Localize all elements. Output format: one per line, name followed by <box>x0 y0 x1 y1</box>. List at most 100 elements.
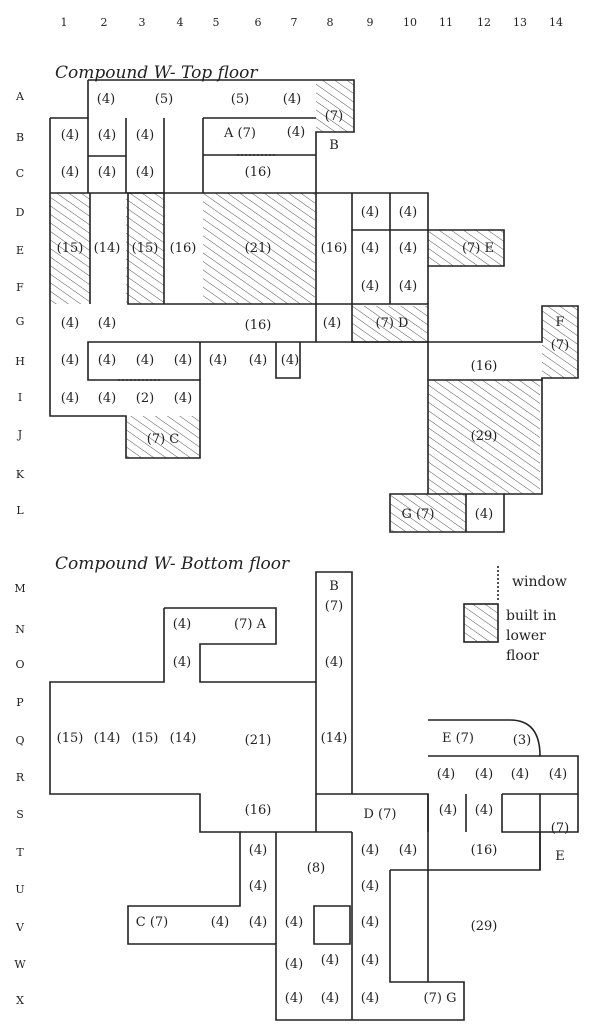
room-label: (8) <box>307 861 325 876</box>
room-label: F <box>555 315 564 330</box>
room-label: (4) <box>439 803 457 818</box>
room-label: (16) <box>170 241 197 256</box>
row-label: N <box>15 623 25 636</box>
row-label: K <box>16 468 25 481</box>
row-label: M <box>14 582 25 595</box>
row-label: S <box>16 808 24 821</box>
legend: window built in lower floor <box>463 566 567 664</box>
room-label: (4) <box>249 843 267 858</box>
room-label: (4) <box>399 241 417 256</box>
room-label: (4) <box>136 353 154 368</box>
column-label: 14 <box>549 16 563 29</box>
room-label: (4) <box>285 991 303 1006</box>
room-label: (4) <box>61 165 79 180</box>
row-label: L <box>16 504 24 517</box>
room-label: E <box>555 849 565 864</box>
room-label: (4) <box>98 316 116 331</box>
room-label: (4) <box>174 353 192 368</box>
room-label: (4) <box>173 617 191 632</box>
room-label: (5) <box>231 92 249 107</box>
room-label: (4) <box>97 92 115 107</box>
column-label: 1 <box>61 16 68 29</box>
room-label: (4) <box>61 316 79 331</box>
room-label: (4) <box>281 353 299 368</box>
room-label: (4) <box>321 991 339 1006</box>
room-label: (4) <box>283 92 301 107</box>
room-label: (4) <box>361 843 379 858</box>
room-label: (16) <box>245 318 272 333</box>
room-label: (4) <box>321 953 339 968</box>
room-label: (7) <box>325 109 343 124</box>
legend-window-label: window <box>512 574 567 590</box>
row-label: A <box>15 90 25 103</box>
row-label: G <box>16 315 25 328</box>
column-label: 2 <box>101 16 108 29</box>
room-label: (4) <box>511 767 529 782</box>
room-label: (4) <box>98 391 116 406</box>
room-label: (4) <box>209 353 227 368</box>
room-label: (4) <box>61 353 79 368</box>
room-label: (21) <box>245 733 272 748</box>
room-label: (14) <box>321 731 348 746</box>
room-label: (4) <box>361 241 379 256</box>
room-label: (4) <box>174 391 192 406</box>
column-label: 8 <box>327 16 334 29</box>
row-label: F <box>16 281 24 294</box>
bottom-floor-plan <box>49 571 579 1021</box>
legend-built-label-1: built in <box>506 608 557 624</box>
room-label: (7) D <box>376 316 409 331</box>
room-label: (7) <box>325 599 343 614</box>
room-label: (14) <box>94 731 121 746</box>
room-label: (4) <box>98 353 116 368</box>
room-label: (2) <box>136 391 154 406</box>
column-label: 4 <box>177 16 184 29</box>
room-label: C (7) <box>136 915 169 930</box>
room-label: (16) <box>471 359 498 374</box>
row-label: V <box>15 921 25 934</box>
room-label: (4) <box>399 279 417 294</box>
room-label: (16) <box>245 803 272 818</box>
room-label: (21) <box>245 241 272 256</box>
room-label: (4) <box>285 957 303 972</box>
room-label: (7) A <box>234 617 267 632</box>
room-label: D (7) <box>364 807 397 822</box>
room-label: (5) <box>155 92 173 107</box>
row-label: X <box>16 994 24 1007</box>
column-label: 10 <box>403 16 417 29</box>
room-label: G (7) <box>402 507 435 522</box>
column-label: 7 <box>291 16 298 29</box>
legend-built-label-3: floor <box>506 648 539 664</box>
row-label: D <box>16 206 25 219</box>
bottom-floor-room-labels: B(7)(4)(7) A(4)(4)(15)(14)(15)(14)(21)(1… <box>57 579 570 1006</box>
top-floor-room-labels: (4) (5) (5) (4) (7) (4) (4) (4) A (7) (4) B (4) (4) (… <box>57 92 570 522</box>
top-hatched-areas <box>50 80 578 532</box>
row-label: Q <box>15 734 24 747</box>
row-label: T <box>16 846 24 859</box>
room-label: (4) <box>173 655 191 670</box>
room-label: (7) <box>551 338 569 353</box>
room-label: (4) <box>361 915 379 930</box>
column-label: 11 <box>439 16 453 29</box>
room-label: (4) <box>361 879 379 894</box>
room-label: (4) <box>323 316 341 331</box>
room-label: (7) <box>551 821 569 836</box>
room-label: B <box>329 138 339 153</box>
room-label: (15) <box>132 731 159 746</box>
room-label: (15) <box>132 241 159 256</box>
room-label: (4) <box>61 128 79 143</box>
row-label: W <box>14 958 26 971</box>
top-floor-title: Compound W- Top floor <box>55 63 258 83</box>
bottom-floor-title: Compound W- Bottom floor <box>55 554 290 574</box>
room-label: (7) G <box>424 991 457 1006</box>
room-label: (7) E <box>462 241 494 256</box>
column-label: 5 <box>213 16 220 29</box>
room-label: (4) <box>285 915 303 930</box>
room-label: (4) <box>98 165 116 180</box>
room-label: A (7) <box>223 126 256 141</box>
row-label: E <box>16 244 24 257</box>
room-label: (4) <box>361 991 379 1006</box>
room-label: (16) <box>471 843 498 858</box>
